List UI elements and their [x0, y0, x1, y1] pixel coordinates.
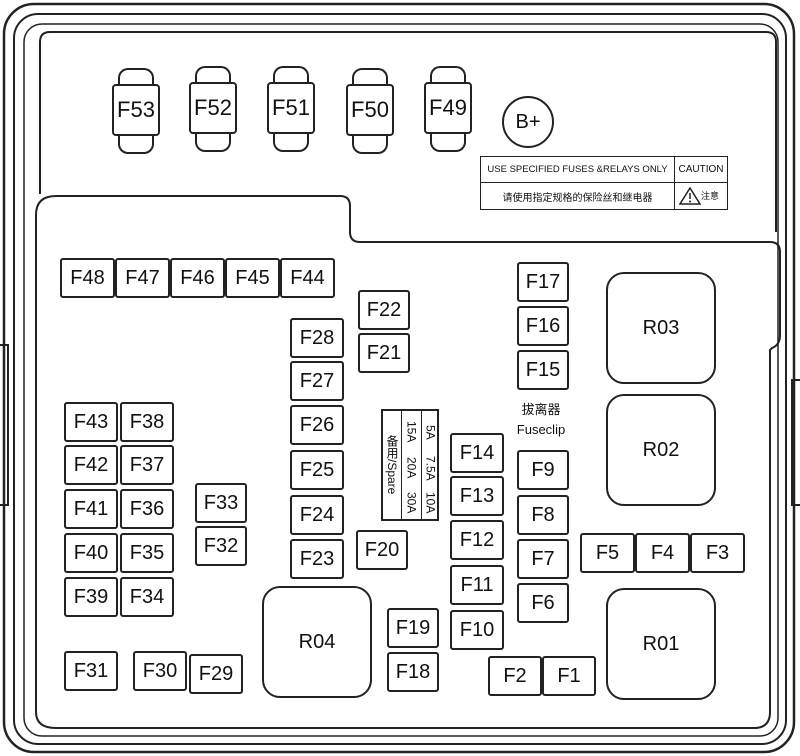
relay-r02[interactable]: R02: [606, 394, 716, 506]
fuse-f19[interactable]: F19: [387, 608, 439, 648]
fuse-f28[interactable]: F28: [290, 318, 344, 358]
fuse-label: F51: [267, 82, 315, 134]
fuse-f9[interactable]: F9: [517, 450, 569, 490]
fuse-f7[interactable]: F7: [517, 539, 569, 579]
fuse-f50[interactable]: F50: [346, 68, 394, 154]
fuse-clip-cn-label: 拔离器: [521, 402, 561, 417]
fuse-cap: [273, 66, 309, 84]
fuse-cap: [352, 68, 388, 86]
fuse-f37[interactable]: F37: [120, 445, 174, 485]
caution-title: CAUTION: [675, 157, 727, 183]
fuse-f38[interactable]: F38: [120, 402, 174, 442]
fuse-cap: [352, 136, 388, 154]
spare-fuse-15a[interactable]: 15A: [404, 421, 419, 443]
fuse-f43[interactable]: F43: [64, 402, 118, 442]
fuse-f23[interactable]: F23: [290, 539, 344, 579]
fuse-label: F52: [189, 82, 237, 134]
relay-r04[interactable]: R04: [262, 586, 372, 698]
relay-r03[interactable]: R03: [606, 272, 716, 384]
fuse-cap: [118, 68, 154, 86]
caution-chinese-text: 请使用指定规格的保险丝和继电器: [481, 183, 675, 209]
fuse-f18[interactable]: F18: [387, 652, 439, 692]
fuse-f48[interactable]: F48: [60, 258, 115, 298]
fuse-f49[interactable]: F49: [424, 66, 472, 152]
fuse-cap: [273, 134, 309, 152]
fuse-f33[interactable]: F33: [195, 483, 247, 523]
fuse-f41[interactable]: F41: [64, 489, 118, 529]
spare-fuse-5a[interactable]: 5A: [423, 424, 438, 440]
fuse-cap: [430, 66, 466, 84]
fuse-f8[interactable]: F8: [517, 495, 569, 535]
fuse-f36[interactable]: F36: [120, 489, 174, 529]
spare-fuse-block: 备用/Spare 15A 20A 30A 5A 7.5A 10A: [381, 409, 439, 521]
fuse-f47[interactable]: F47: [115, 258, 170, 298]
spare-fuse-20a[interactable]: 20A: [404, 457, 419, 479]
fuse-f22[interactable]: F22: [358, 290, 410, 330]
caution-label: USE SPECIFIED FUSES &RELAYS ONLY CAUTION…: [480, 156, 728, 210]
spare-fuse-10a[interactable]: 10A: [423, 492, 438, 514]
relay-r01[interactable]: R01: [606, 588, 716, 700]
fuse-f46[interactable]: F46: [170, 258, 225, 298]
fuse-f3[interactable]: F3: [690, 533, 745, 573]
fuse-f44[interactable]: F44: [280, 258, 335, 298]
fuse-f26[interactable]: F26: [290, 405, 344, 445]
fuse-f30[interactable]: F30: [133, 651, 187, 691]
fuse-f21[interactable]: F21: [358, 333, 410, 373]
fuse-f10[interactable]: F10: [450, 610, 504, 650]
fuse-f42[interactable]: F42: [64, 445, 118, 485]
fuse-f35[interactable]: F35: [120, 533, 174, 573]
fuse-cap: [195, 134, 231, 152]
caution-chinese-title: 注意: [701, 191, 720, 201]
fuse-cap: [195, 66, 231, 84]
fuse-f12[interactable]: F12: [450, 520, 504, 560]
fuse-f15[interactable]: F15: [517, 350, 569, 390]
fuse-f20[interactable]: F20: [356, 530, 408, 570]
fuse-f16[interactable]: F16: [517, 306, 569, 346]
fuse-cap: [430, 134, 466, 152]
fuse-f27[interactable]: F27: [290, 361, 344, 401]
fuse-f45[interactable]: F45: [225, 258, 280, 298]
fuse-label: F49: [424, 82, 472, 134]
fuse-f32[interactable]: F32: [195, 526, 247, 566]
fuse-f6[interactable]: F6: [517, 583, 569, 623]
fuse-f51[interactable]: F51: [267, 66, 315, 152]
fuse-f4[interactable]: F4: [635, 533, 690, 573]
fuse-f34[interactable]: F34: [120, 577, 174, 617]
fuse-f2[interactable]: F2: [488, 656, 542, 696]
fuse-f53[interactable]: F53: [112, 68, 160, 154]
fuse-f29[interactable]: F29: [189, 654, 243, 694]
fuse-label: F53: [112, 84, 160, 136]
fuse-clip[interactable]: 拔离器 Fuseclip: [509, 400, 573, 442]
warning-triangle-icon: [678, 186, 702, 205]
fuse-f14[interactable]: F14: [450, 433, 504, 473]
fuse-f24[interactable]: F24: [290, 495, 344, 535]
caution-english-text: USE SPECIFIED FUSES &RELAYS ONLY: [481, 157, 675, 183]
battery-positive-terminal: B+: [502, 96, 554, 148]
divider: [421, 411, 422, 519]
fuse-f1[interactable]: F1: [542, 656, 596, 696]
spare-fuse-30a[interactable]: 30A: [404, 492, 419, 514]
fuse-cap: [118, 136, 154, 154]
fuse-f11[interactable]: F11: [450, 565, 504, 605]
divider: [401, 411, 402, 519]
fuse-f52[interactable]: F52: [189, 66, 237, 152]
fuse-f39[interactable]: F39: [64, 577, 118, 617]
fuse-f25[interactable]: F25: [290, 450, 344, 490]
spare-label: 备用/Spare: [385, 435, 399, 495]
fuse-f31[interactable]: F31: [64, 651, 118, 691]
fuse-f13[interactable]: F13: [450, 476, 504, 516]
spare-fuse-7-5a[interactable]: 7.5A: [423, 455, 438, 481]
fuse-f17[interactable]: F17: [517, 262, 569, 302]
fuse-clip-en-label: Fuseclip: [516, 422, 566, 437]
fuse-f5[interactable]: F5: [580, 533, 635, 573]
fuse-f40[interactable]: F40: [64, 533, 118, 573]
fuse-label: F50: [346, 84, 394, 136]
